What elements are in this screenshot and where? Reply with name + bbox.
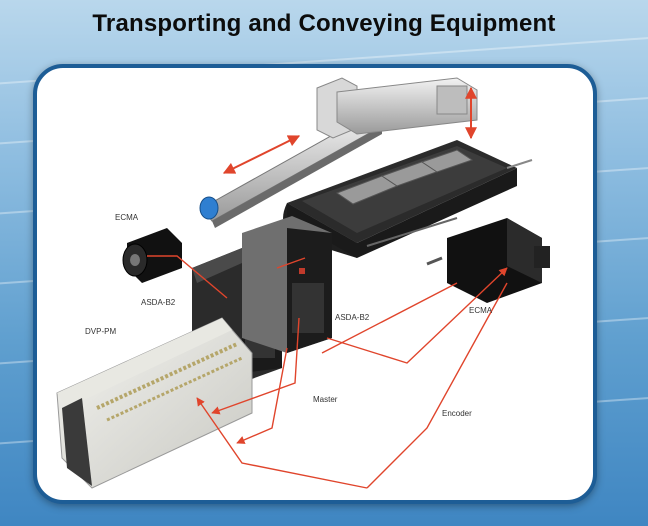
label-ecma-right: ECMA <box>469 306 493 315</box>
wiring <box>147 255 508 489</box>
label-ecma-left: ECMA <box>115 213 139 222</box>
system-diagram: ECMA ASDA-B2 ASDA-B2 ECMA DVP-PM Master … <box>56 77 550 489</box>
page-title: Transporting and Conveying Equipment <box>92 10 556 37</box>
asda-b2-drive-right <box>242 216 332 353</box>
horizontal-motion-arrow <box>222 135 301 174</box>
coupler-icon <box>199 196 219 220</box>
label-asda-b2-left: ASDA-B2 <box>141 298 176 307</box>
label-asda-b2-right: ASDA-B2 <box>335 313 370 322</box>
label-master: Master <box>313 395 338 404</box>
diagram-panel: ECMA ASDA-B2 ASDA-B2 ECMA DVP-PM Master … <box>33 64 597 504</box>
conveyor-belt <box>283 140 533 258</box>
ecma-motor-right <box>426 218 550 303</box>
dvp-pm-plc <box>56 317 253 489</box>
label-encoder: Encoder <box>442 409 472 418</box>
label-dvp-pm: DVP-PM <box>85 327 116 336</box>
